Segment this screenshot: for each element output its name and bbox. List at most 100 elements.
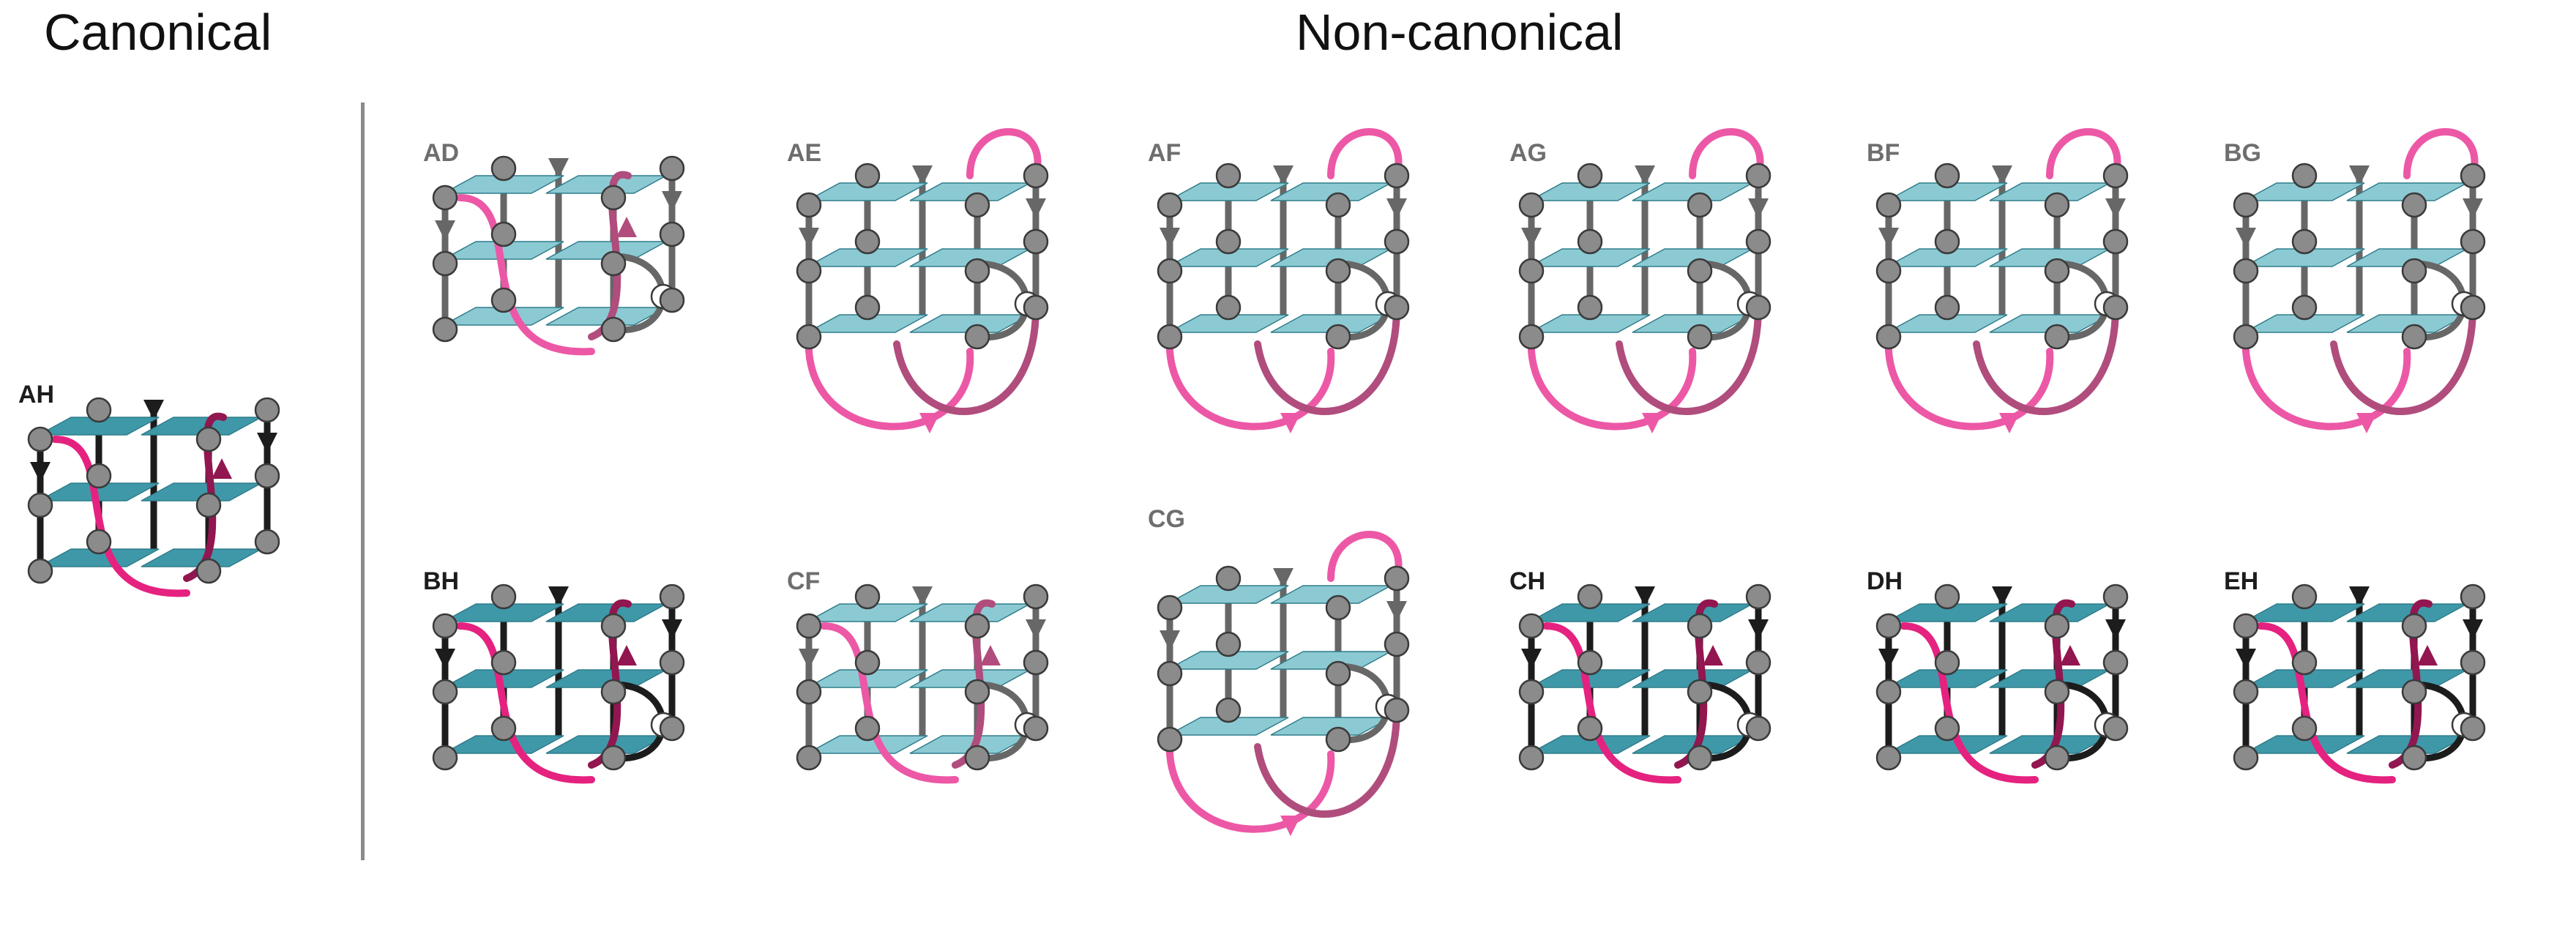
panel-label: BH bbox=[423, 567, 460, 595]
guanine-node bbox=[600, 613, 627, 639]
strand-arrow-icon bbox=[1160, 228, 1180, 248]
panel-label: EH bbox=[2224, 567, 2259, 595]
guanine-node bbox=[2460, 163, 2486, 189]
guanine-node bbox=[1518, 745, 1545, 771]
tetrad-plate bbox=[1989, 735, 2110, 754]
tetrad-plate bbox=[1529, 248, 1651, 267]
strand-arrow-icon bbox=[1386, 198, 1407, 219]
guanine-node bbox=[1875, 192, 1902, 218]
strand-arrow-icon bbox=[799, 228, 819, 248]
tetrad-plate bbox=[1168, 248, 1289, 267]
guanine-node bbox=[1157, 594, 1183, 621]
loop-strand bbox=[2046, 128, 2121, 179]
guanine-node bbox=[254, 463, 280, 489]
guanine-node bbox=[1934, 163, 1960, 189]
strand-arrow-icon bbox=[435, 649, 455, 669]
strand-arrow-icon bbox=[662, 619, 682, 640]
panel-label: AE bbox=[787, 139, 822, 167]
guanine-node bbox=[2233, 192, 2259, 218]
guanine-node bbox=[1384, 228, 1410, 255]
guanine-node bbox=[1745, 649, 1772, 676]
guanine-node bbox=[2233, 324, 2259, 350]
tetrad-plate bbox=[2346, 603, 2468, 622]
loop-arrow-icon bbox=[919, 413, 940, 433]
guanine-node bbox=[1384, 697, 1410, 723]
guanine-node bbox=[195, 426, 222, 452]
panel-label: BG bbox=[2224, 139, 2261, 167]
guanine-node bbox=[27, 426, 53, 452]
guanine-node bbox=[1215, 565, 1242, 592]
tetrad-plate bbox=[141, 548, 262, 567]
guanine-node bbox=[490, 221, 517, 247]
guanine-node bbox=[964, 613, 990, 639]
guanine-node bbox=[432, 745, 458, 771]
guanine-node bbox=[2233, 679, 2259, 705]
tetrad-plate bbox=[1989, 182, 2110, 201]
guanine-node bbox=[1934, 649, 1960, 676]
loop-strand bbox=[1973, 304, 2119, 415]
guanine-node bbox=[1577, 583, 1603, 610]
guanine-node bbox=[854, 649, 881, 676]
guanine-node bbox=[195, 492, 222, 518]
guanine-node bbox=[1687, 745, 1713, 771]
strand-arrow-icon bbox=[30, 462, 51, 482]
loop-strand bbox=[893, 304, 1039, 415]
strand-arrow-icon bbox=[1521, 649, 1542, 669]
g-quadruplex-diagram bbox=[432, 583, 685, 784]
loop-strand bbox=[2403, 128, 2479, 179]
tetrad-plate bbox=[1529, 182, 1651, 201]
panel-label: AF bbox=[1148, 139, 1181, 167]
loop-strand bbox=[1327, 128, 1403, 179]
tetrad-plate bbox=[1270, 585, 1392, 604]
guanine-node bbox=[1687, 613, 1713, 639]
guanine-node bbox=[1577, 163, 1603, 189]
guanine-node bbox=[490, 649, 517, 676]
tetrad-plate bbox=[2244, 735, 2365, 754]
tetrad-plate bbox=[2244, 314, 2365, 333]
guanine-node bbox=[1577, 294, 1603, 321]
guanine-node bbox=[1518, 613, 1545, 639]
guanine-node bbox=[1384, 565, 1410, 592]
topology-panel-dh: DH bbox=[1867, 567, 2174, 890]
tetrad-plate bbox=[443, 241, 564, 260]
guanine-node bbox=[1384, 163, 1410, 189]
loop-strand bbox=[51, 436, 190, 597]
guanine-node bbox=[1934, 715, 1960, 742]
strand-arrow-icon bbox=[1748, 619, 1769, 640]
guanine-node bbox=[796, 324, 822, 350]
g-quadruplex-diagram bbox=[2233, 583, 2486, 784]
guanine-node bbox=[1577, 228, 1603, 255]
tetrad-plate bbox=[1168, 585, 1289, 604]
guanine-node bbox=[2044, 192, 2070, 218]
guanine-node bbox=[2460, 228, 2486, 255]
tetrad-plate bbox=[1529, 669, 1651, 688]
guanine-node bbox=[2401, 192, 2427, 218]
guanine-node bbox=[659, 715, 685, 742]
tetrad-plate bbox=[807, 735, 928, 754]
guanine-node bbox=[600, 679, 627, 705]
g-quadruplex-diagram bbox=[1157, 128, 1410, 433]
guanine-node bbox=[1518, 679, 1545, 705]
topology-panel-ah: AH bbox=[18, 381, 326, 674]
loop-arrow-icon bbox=[212, 458, 232, 479]
strand-arrow-icon bbox=[435, 220, 455, 241]
topology-panel-bf: BF bbox=[1867, 128, 2159, 505]
strand-arrow-icon bbox=[2463, 619, 2483, 640]
guanine-node bbox=[1745, 228, 1772, 255]
guanine-node bbox=[1157, 726, 1183, 753]
loop-strand bbox=[2257, 622, 2396, 784]
guanine-node bbox=[796, 679, 822, 705]
guanine-node bbox=[1577, 649, 1603, 676]
g-quadruplex-diagram bbox=[432, 155, 685, 356]
strand-arrow-icon bbox=[2236, 228, 2256, 248]
guanine-node bbox=[796, 258, 822, 284]
strand-arrow-icon bbox=[2463, 198, 2483, 219]
guanine-node bbox=[1577, 715, 1603, 742]
guanine-node bbox=[490, 155, 517, 182]
tetrad-plate bbox=[1529, 735, 1651, 754]
guanine-node bbox=[659, 583, 685, 610]
guanine-node bbox=[1745, 163, 1772, 189]
guanine-node bbox=[1745, 583, 1772, 610]
guanine-node bbox=[1023, 228, 1049, 255]
guanine-node bbox=[2044, 324, 2070, 350]
